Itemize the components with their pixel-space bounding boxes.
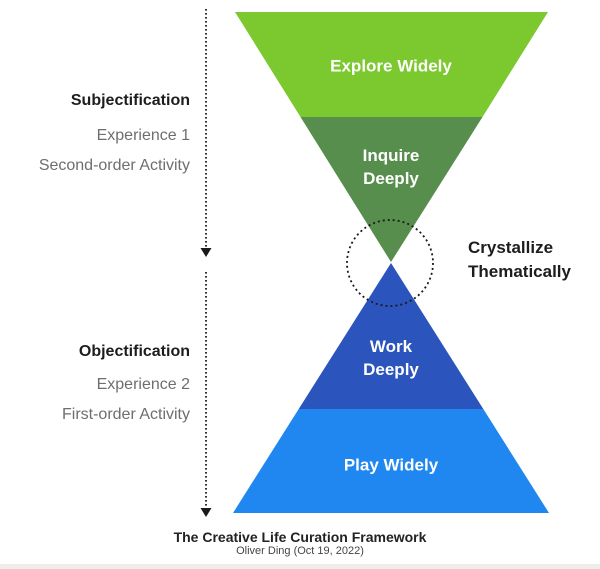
play-widely-shape: [233, 409, 549, 513]
explore-widely-shape: [235, 12, 548, 117]
crystallize-circle: [346, 219, 434, 307]
bottom-edge-bar: [0, 564, 600, 569]
diagram-caption-title: The Creative Life Curation Framework: [173, 529, 427, 545]
diagram-caption-subtitle: Oliver Ding (Oct 19, 2022): [236, 545, 364, 557]
crystallize-thematically-label: Crystallize Thematically: [468, 238, 571, 281]
inquire-deeply-label: Inquire Deeply: [362, 146, 420, 188]
play-widely-label: Play Widely: [343, 455, 439, 475]
subjectification-experience: Experience 1: [96, 127, 190, 144]
objectification-experience: Experience 2: [96, 376, 190, 393]
objectification-activity: First-order Activity: [61, 406, 190, 423]
work-deeply-label: Work Deeply: [363, 337, 419, 379]
subjectification-title: Subjectification: [70, 92, 190, 109]
objectification-arrowhead-icon: [200, 508, 212, 517]
subjectification-activity: Second-order Activity: [38, 157, 190, 174]
explore-widely-label: Explore Widely: [330, 56, 452, 76]
subjectification-arrowhead-icon: [200, 248, 212, 257]
objectification-title: Objectification: [78, 343, 190, 360]
work-deeply-shape: [298, 263, 484, 409]
inquire-deeply-shape: [300, 117, 483, 262]
